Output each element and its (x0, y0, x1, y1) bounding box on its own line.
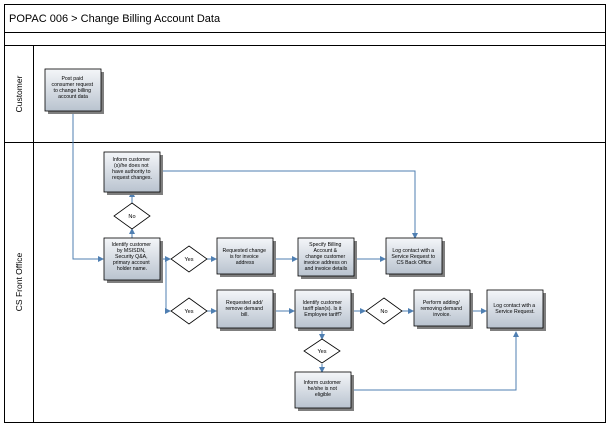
process-requested-change-line: is for invoice (230, 254, 259, 260)
process-request-line: account data (58, 94, 88, 100)
svg-text:Identify customer by MSI: Identify customer by MSISDN, Security Q&… (112, 242, 153, 272)
process-inform-no-authority-line: Inform customer (113, 157, 151, 163)
process-identify-tariff-line: tariff plan(s). Is it (303, 306, 342, 312)
process-requested-add-remove: Requested add/ remove demand bill. (216, 289, 276, 331)
decision-no-authority: No (113, 202, 151, 230)
process-log-service-line: Service Request. (495, 309, 535, 315)
decision-yes-employee-label: Yes (317, 349, 326, 355)
process-specify-billing-line: Account & (313, 248, 337, 254)
process-inform-not-eligible-line: eligible (315, 392, 331, 398)
process-log-back-office-line: Service Request to (391, 254, 435, 260)
process-requested-change-line: address (236, 260, 255, 266)
svg-text:Specify Billing Account: Specify Billing Account & change custome… (304, 242, 349, 272)
process-identify-customer-line: Security Q&A, (115, 254, 148, 260)
process-log-back-office-line: Log contact with a (392, 248, 434, 254)
lane-label-front-office: CS Front Office (14, 253, 24, 312)
process-requested-add-line: remove demand (226, 306, 264, 312)
process-requested-add-line: Requested add/ (226, 300, 263, 306)
process-requested-change-line: Requested change (222, 248, 266, 254)
diagram-title: POPAC 006 > Change Billing Account Data (9, 13, 221, 25)
process-request-line: Post paid (61, 76, 83, 82)
process-perform-adding-line: invoice. (433, 312, 451, 318)
svg-text:Requested change is for: Requested change is for invoice address (222, 248, 267, 266)
connectors (72, 111, 519, 391)
decision-yes-demand-label: Yes (184, 309, 193, 315)
process-identify-customer-line: primary account (113, 260, 150, 266)
process-request: Post paid consumer request to change bil… (44, 68, 104, 114)
process-specify-billing-line: invoice address on (304, 260, 347, 266)
process-inform-no-authority-line: (s)/he does not (114, 163, 149, 169)
process-inform-not-eligible-line: he/she is not (308, 386, 338, 392)
decision-yes-invoice-label: Yes (184, 257, 193, 263)
process-perform-adding-line: removing demand (421, 306, 463, 312)
process-perform-adding-line: Perform adding/ (423, 300, 460, 306)
process-log-back-office-line: CS Back Office (396, 260, 431, 266)
process-request-line: to change billing (54, 88, 92, 94)
process-identify-tariff: Identify customer tariff plan(s). Is it … (294, 289, 354, 331)
process-log-service-request: Log contact with a Service Request. (486, 289, 546, 331)
process-identify-customer: Identify customer by MSISDN, Security Q&… (103, 237, 163, 283)
svg-text:Identify customer tariff: Identify customer tariff plan(s). Is it … (303, 300, 344, 318)
connector-request-to-identify (72, 111, 104, 262)
process-specify-billing: Specify Billing Account & change custome… (297, 237, 357, 279)
decision-yes-invoice: Yes (170, 245, 208, 273)
process-requested-change-invoice: Requested change is for invoice address (216, 237, 276, 277)
connector-inform-not-eligible-to-log-service (354, 331, 519, 391)
process-inform-no-authority: Inform customer (s)/he does not have aut… (103, 151, 163, 195)
svg-text:Perform adding/ removing: Perform adding/ removing demand invoice. (421, 300, 464, 318)
decision-no-employee-label: No (380, 309, 387, 315)
process-identify-tariff-line: Employee tariff? (304, 312, 342, 318)
process-specify-billing-line: change customer (305, 254, 345, 260)
decision-yes-employee: Yes (303, 338, 341, 364)
process-request-line: consumer request (52, 82, 94, 88)
svg-text:Inform customer (s)/he d: Inform customer (s)/he does not have aut… (112, 157, 152, 181)
decision-no-employee: No (365, 297, 403, 325)
process-inform-no-authority-line: request changes. (112, 175, 152, 181)
decision-no-authority-label: No (128, 214, 135, 220)
connector-inform-to-log-back-office (160, 170, 418, 239)
process-log-service-line: Log contact with a (493, 303, 535, 309)
connector-identify-to-yes-demand (165, 259, 171, 314)
svg-text:Post paid consumer reque: Post paid consumer request to change bil… (52, 76, 95, 100)
svg-text:Log contact with a Servi: Log contact with a Service Request to CS… (391, 248, 436, 266)
process-inform-no-authority-line: have authority to (112, 169, 150, 175)
lane-label-customer: Customer (14, 75, 24, 112)
process-log-back-office: Log contact with a Service Request to CS… (385, 237, 445, 277)
process-inform-not-eligible: Inform customer he/she is not eligible (294, 371, 354, 411)
decision-yes-demand: Yes (170, 297, 208, 325)
diagram-frame (4, 4, 606, 423)
process-identify-customer-line: by MSISDN, (117, 248, 146, 254)
process-inform-not-eligible-line: Inform customer (304, 380, 342, 386)
process-perform-adding: Perform adding/ removing demand invoice. (413, 289, 473, 329)
svg-text:Requested add/ remove de: Requested add/ remove demand bill. (226, 300, 265, 318)
process-identify-customer-line: holder name. (117, 266, 147, 272)
process-identify-tariff-line: Identify customer (303, 300, 343, 306)
process-requested-add-line: bill. (241, 312, 249, 318)
svg-text:Inform customer he/she i: Inform customer he/she is not eligible (304, 380, 343, 398)
process-specify-billing-line: and invoice details (305, 266, 348, 272)
process-identify-customer-line: Identify customer (112, 242, 152, 248)
svg-text:Log contact with a Servi: Log contact with a Service Request. (493, 303, 536, 315)
process-specify-billing-line: Specify Billing (309, 242, 341, 248)
